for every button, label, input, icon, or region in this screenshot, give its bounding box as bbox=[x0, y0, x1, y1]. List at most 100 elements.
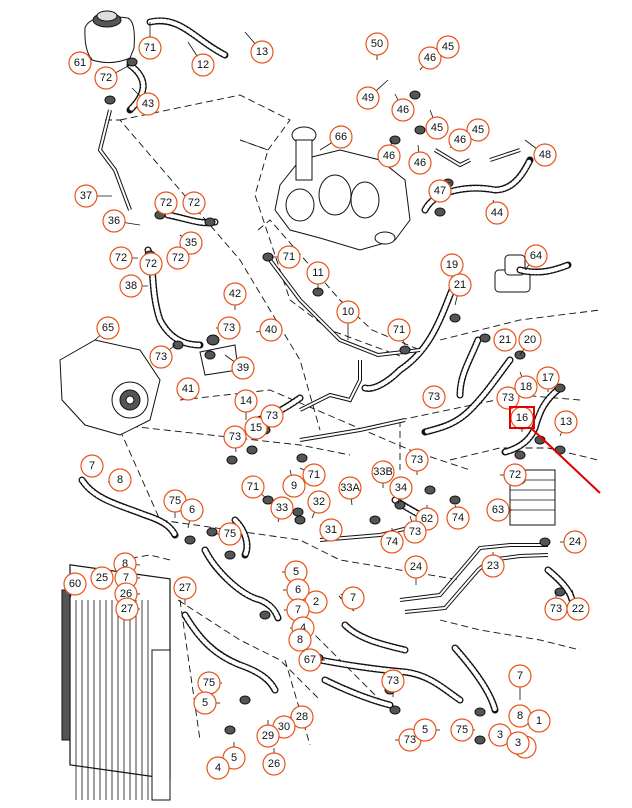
callout-5: 5 bbox=[413, 718, 437, 742]
callout-circle bbox=[270, 496, 294, 520]
callout-14: 14 bbox=[234, 389, 258, 413]
callout-9: 9 bbox=[282, 474, 306, 498]
callout-label: 15 bbox=[250, 422, 262, 434]
callout-label: 28 bbox=[296, 711, 308, 723]
callout-35: 35 bbox=[179, 231, 203, 255]
pipe-core-2 bbox=[269, 259, 421, 357]
callout-label: 21 bbox=[454, 279, 466, 291]
callout-41: 41 bbox=[176, 377, 200, 401]
clamp-43 bbox=[474, 707, 486, 717]
water-pump bbox=[59, 339, 161, 436]
callout-circle bbox=[448, 273, 472, 297]
clamp-18 bbox=[296, 453, 308, 463]
callout-circle bbox=[217, 316, 241, 340]
callout-21: 21 bbox=[493, 328, 517, 352]
callout-label: 61 bbox=[74, 57, 86, 69]
callout-label: 13 bbox=[256, 46, 268, 58]
callout-65: 65 bbox=[96, 316, 120, 340]
clamp-21 bbox=[369, 515, 381, 525]
callout-label: 72 bbox=[509, 469, 521, 481]
callout-circle bbox=[387, 318, 411, 342]
callout-label: 35 bbox=[185, 237, 197, 249]
callout-75: 75 bbox=[218, 522, 242, 546]
callout-circle bbox=[307, 490, 331, 514]
callout-16: 16 bbox=[510, 406, 534, 430]
callout-label: 24 bbox=[569, 536, 581, 548]
callout-8: 8 bbox=[508, 704, 532, 728]
callout-42: 42 bbox=[223, 282, 247, 306]
callout-23: 23 bbox=[481, 554, 505, 578]
callout-circle bbox=[260, 404, 284, 428]
clamp-1 bbox=[126, 57, 138, 67]
clamp-25 bbox=[434, 207, 446, 217]
callout-3: 3 bbox=[506, 731, 530, 755]
callout-circle bbox=[336, 300, 360, 324]
callout-label: 16 bbox=[516, 412, 528, 424]
callout-circle bbox=[149, 345, 173, 369]
callout-73: 73 bbox=[544, 597, 568, 621]
callout-circle bbox=[191, 53, 215, 77]
clamp-2 bbox=[104, 95, 116, 105]
callout-label: 3 bbox=[497, 729, 503, 741]
callout-7: 7 bbox=[341, 586, 365, 610]
clamp-12 bbox=[479, 333, 491, 343]
callout-label: 27 bbox=[121, 603, 133, 615]
callout-circle bbox=[404, 555, 428, 579]
callout-71: 71 bbox=[277, 245, 301, 269]
callout-label: 43 bbox=[142, 98, 154, 110]
callout-circle bbox=[138, 36, 162, 60]
callout-circle bbox=[206, 756, 230, 780]
callout-33A: 33A bbox=[338, 476, 362, 500]
callout-label: 72 bbox=[145, 258, 157, 270]
clamp-24 bbox=[449, 495, 461, 505]
hose-texture-21 bbox=[232, 517, 250, 558]
callout-28: 28 bbox=[290, 705, 314, 729]
callout-73: 73 bbox=[260, 404, 284, 428]
callout-circle bbox=[119, 274, 143, 298]
callout-label: 7 bbox=[295, 604, 301, 616]
clamp-36 bbox=[184, 535, 196, 545]
callout-label: 5 bbox=[231, 752, 237, 764]
callout-label: 63 bbox=[492, 504, 504, 516]
pipe-core-1 bbox=[98, 109, 131, 211]
callout-44: 44 bbox=[485, 201, 509, 225]
callout-circle bbox=[136, 92, 160, 116]
callout-label: 73 bbox=[387, 675, 399, 687]
callout-label: 7 bbox=[350, 592, 356, 604]
callout-label: 75 bbox=[203, 677, 215, 689]
callout-label: 38 bbox=[125, 280, 137, 292]
callout-label: 8 bbox=[297, 634, 303, 646]
callout-32: 32 bbox=[307, 490, 331, 514]
callout-33: 33 bbox=[270, 496, 294, 520]
callout-label: 33 bbox=[276, 502, 288, 514]
callout-label: 66 bbox=[335, 131, 347, 143]
callout-label: 7 bbox=[517, 670, 523, 682]
callout-label: 73 bbox=[550, 603, 562, 615]
clamp-14 bbox=[554, 383, 566, 393]
callout-46: 46 bbox=[377, 144, 401, 168]
hose-texture-18 bbox=[342, 622, 408, 653]
callout-27: 27 bbox=[173, 576, 197, 600]
hose-texture-7 bbox=[457, 337, 481, 398]
callout-circle bbox=[554, 410, 578, 434]
callout-63: 63 bbox=[486, 498, 510, 522]
callout-circle bbox=[306, 261, 330, 285]
callout-label: 21 bbox=[499, 334, 511, 346]
callout-27: 27 bbox=[115, 597, 139, 621]
callout-circle bbox=[282, 474, 306, 498]
callout-circle bbox=[182, 191, 206, 215]
callout-circle bbox=[408, 151, 432, 175]
callout-38: 38 bbox=[119, 274, 143, 298]
hose-texture-12 bbox=[79, 477, 178, 538]
callout-12: 12 bbox=[191, 53, 215, 77]
clamp-4 bbox=[204, 217, 216, 227]
callout-circle bbox=[231, 356, 255, 380]
callout-circle bbox=[173, 576, 197, 600]
callout-label: 73 bbox=[428, 391, 440, 403]
callout-circle bbox=[109, 246, 133, 270]
callout-label: 19 bbox=[446, 259, 458, 271]
callout-circle bbox=[514, 375, 538, 399]
callout-circle bbox=[256, 724, 280, 748]
callout-label: 46 bbox=[383, 150, 395, 162]
callout-label: 65 bbox=[102, 322, 114, 334]
